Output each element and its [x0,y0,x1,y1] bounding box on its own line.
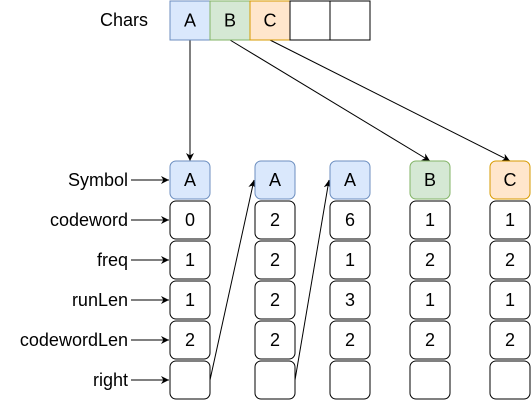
node-column: A 2 2 2 2 [254,160,296,400]
node-codewordLen-value: 2 [505,330,515,350]
chars-label: Chars [100,10,148,30]
node-columns: A 0 1 1 2 A 2 2 2 2 A 6 1 3 2 B 1 2 1 2 C 1 2 1 2 [169,160,531,400]
node-runLen-value: 1 [425,290,435,310]
node-symbol-value: A [344,170,356,190]
node-symbol-value: A [269,170,281,190]
chars-array: Chars A B C [100,0,371,41]
node-freq-cell [169,240,211,280]
node-codewordLen-cell [409,320,451,360]
chars-cell-text: B [224,10,236,30]
right-pointer-arrow [294,179,332,381]
node-column: B 1 2 1 2 [409,160,451,400]
node-codeword-cell [489,200,531,240]
chars-to-symbol-arrow [269,39,511,162]
node-codeword-cell [329,200,371,240]
node-right-cell [329,360,371,400]
node-codeword-value: 0 [185,210,195,230]
chars-cell [249,0,291,41]
row-labels: Symbol codeword freq runLen codewordLen right [20,170,169,390]
node-runLen-value: 1 [505,290,515,310]
chars-cell-text: C [264,10,277,30]
node-symbol-cell [409,160,451,200]
node-symbol-cell [329,160,371,200]
row-label: runLen [72,290,128,310]
node-symbol-cell [254,160,296,200]
node-column: A 0 1 1 2 [169,160,211,400]
node-runLen-value: 2 [270,290,280,310]
node-freq-value: 1 [185,250,195,270]
node-runLen-cell [254,280,296,320]
node-codeword-cell [169,200,211,240]
node-codeword-cell [254,200,296,240]
node-runLen-cell [329,280,371,320]
node-codewordLen-cell [169,320,211,360]
node-freq-cell [489,240,531,280]
node-symbol-value: C [504,170,517,190]
node-codeword-value: 2 [270,210,280,230]
node-codewordLen-cell [489,320,531,360]
chars-cell [169,0,211,41]
node-codewordLen-cell [254,320,296,360]
node-symbol-cell [489,160,531,200]
node-runLen-value: 1 [185,290,195,310]
node-freq-cell [409,240,451,280]
row-label: codeword [50,210,128,230]
chars-cell [289,0,331,41]
node-freq-cell [329,240,371,280]
node-codeword-value: 1 [505,210,515,230]
row-label: freq [97,250,128,270]
row-label: Symbol [68,170,128,190]
row-label: right [93,370,128,390]
node-runLen-value: 3 [345,290,355,310]
node-codewordLen-value: 2 [345,330,355,350]
links-layer [186,39,511,381]
right-pointer-arrow [209,179,257,381]
row-label: codewordLen [20,330,128,350]
node-freq-value: 2 [270,250,280,270]
node-codewordLen-value: 2 [425,330,435,350]
node-right-cell [254,360,296,400]
node-symbol-value: A [184,170,196,190]
node-freq-value: 1 [345,250,355,270]
node-right-cell [409,360,451,400]
chars-to-symbol-arrow [229,39,431,162]
node-right-cell [489,360,531,400]
node-runLen-cell [489,280,531,320]
node-codeword-value: 6 [345,210,355,230]
node-runLen-cell [409,280,451,320]
node-freq-value: 2 [505,250,515,270]
node-column: A 6 1 3 2 [329,160,371,400]
node-runLen-cell [169,280,211,320]
node-codewordLen-cell [329,320,371,360]
node-codewordLen-value: 2 [270,330,280,350]
node-symbol-value: B [424,170,436,190]
node-freq-value: 2 [425,250,435,270]
node-column: C 1 2 1 2 [489,160,531,400]
chars-cell [329,0,371,41]
node-codeword-value: 1 [425,210,435,230]
node-freq-cell [254,240,296,280]
node-codeword-cell [409,200,451,240]
node-right-cell [169,360,211,400]
node-symbol-cell [169,160,211,200]
chars-cell [209,0,251,41]
chars-cell-text: A [184,10,196,30]
node-codewordLen-value: 2 [185,330,195,350]
